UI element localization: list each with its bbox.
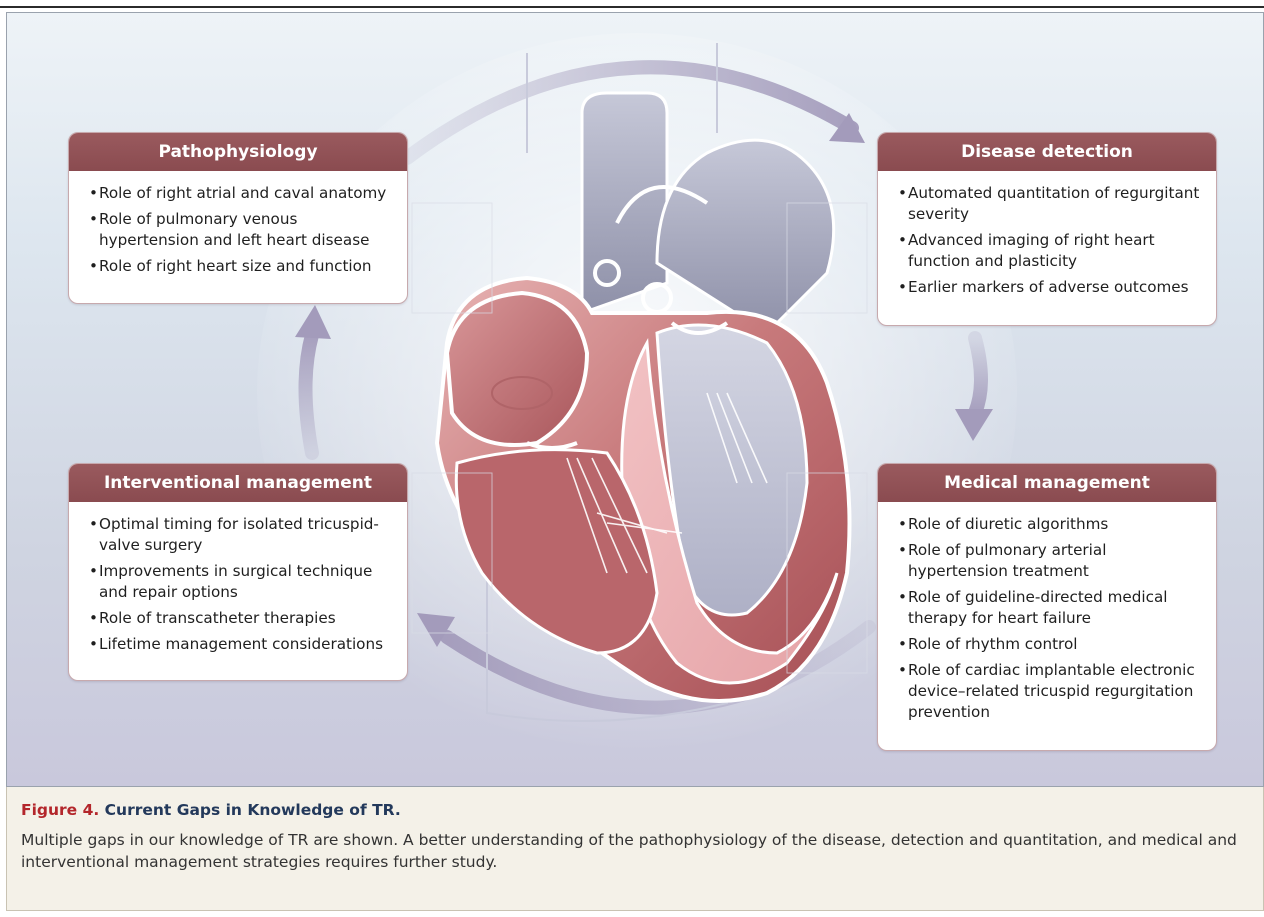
list-item: Role of cardiac implantable electronic d…	[898, 660, 1200, 723]
caption-label: Figure 4.	[21, 801, 99, 819]
caption-title: Current Gaps in Knowledge of TR.	[105, 801, 401, 819]
list-item: Role of guideline-directed medical thera…	[898, 587, 1200, 629]
list-item: Role of transcatheter therapies	[89, 608, 391, 629]
list-item: Optimal timing for isolated tricuspid-va…	[89, 514, 391, 556]
arrow-right-icon	[975, 338, 981, 413]
interventional-management-box: Interventional management Optimal timing…	[68, 463, 408, 681]
pathophysiology-list: Role of right atrial and caval anatomy R…	[69, 171, 407, 277]
list-item: Improvements in surgical technique and r…	[89, 561, 391, 603]
interventional-management-list: Optimal timing for isolated tricuspid-va…	[69, 502, 407, 655]
disease-detection-list: Automated quantitation of regurgitant se…	[878, 171, 1216, 298]
list-item: Earlier markers of adverse outcomes	[898, 277, 1200, 298]
medical-management-box: Medical management Role of diuretic algo…	[877, 463, 1217, 751]
top-rule	[0, 6, 1264, 8]
disease-detection-header: Disease detection	[878, 133, 1216, 171]
list-item: Lifetime management considerations	[89, 634, 391, 655]
list-item: Role of right heart size and function	[89, 256, 391, 277]
list-item: Role of pulmonary arterial hypertension …	[898, 540, 1200, 582]
list-item: Advanced imaging of right heart function…	[898, 230, 1200, 272]
list-item: Role of diuretic algorithms	[898, 514, 1200, 535]
figure-caption: Figure 4. Current Gaps in Knowledge of T…	[6, 787, 1264, 911]
pathophysiology-header: Pathophysiology	[69, 133, 407, 171]
interventional-management-header: Interventional management	[69, 464, 407, 502]
disease-detection-box: Disease detection Automated quantitation…	[877, 132, 1217, 326]
list-item: Role of right atrial and caval anatomy	[89, 183, 391, 204]
medical-management-list: Role of diuretic algorithms Role of pulm…	[878, 502, 1216, 723]
pathophysiology-box: Pathophysiology Role of right atrial and…	[68, 132, 408, 304]
list-item: Role of rhythm control	[898, 634, 1200, 655]
figure-panel: Pathophysiology Role of right atrial and…	[6, 12, 1264, 787]
arrow-left-icon	[306, 335, 313, 453]
caption-title-line: Figure 4. Current Gaps in Knowledge of T…	[21, 801, 1247, 819]
medical-management-header: Medical management	[878, 464, 1216, 502]
caption-body: Multiple gaps in our knowledge of TR are…	[21, 829, 1247, 873]
list-item: Automated quantitation of regurgitant se…	[898, 183, 1200, 225]
list-item: Role of pulmonary venous hypertension an…	[89, 209, 391, 251]
